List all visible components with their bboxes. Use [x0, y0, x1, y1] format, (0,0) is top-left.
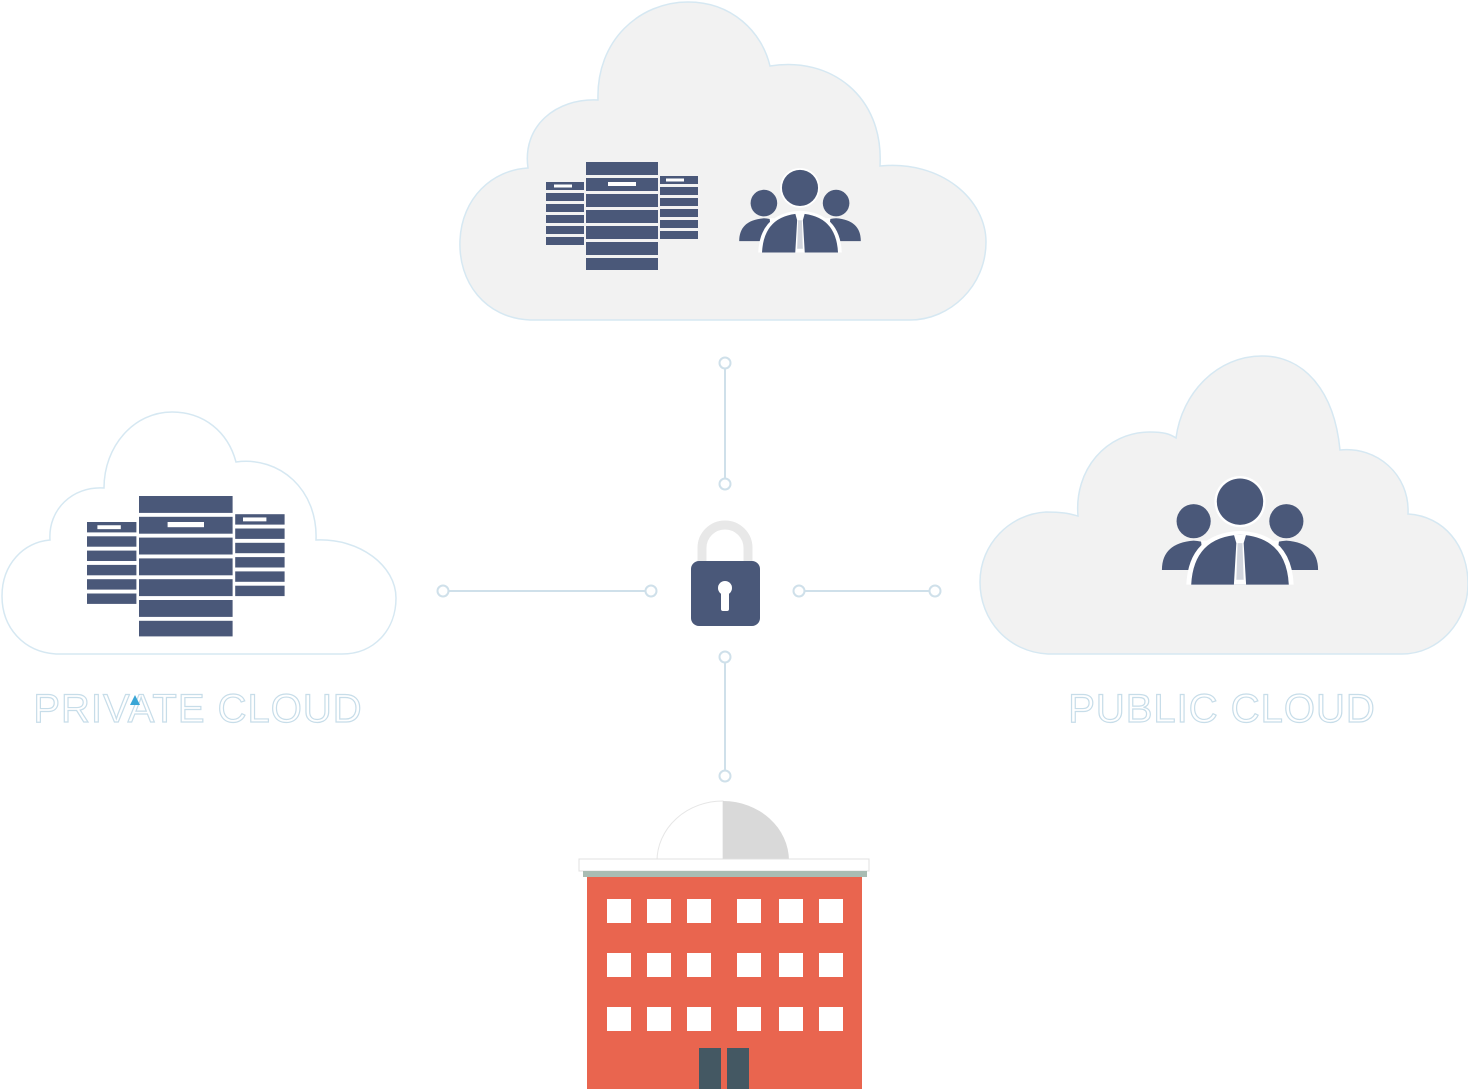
public-cloud: PUBLIC CLOUD — [979, 355, 1468, 732]
building-windows — [607, 899, 843, 1031]
connectors — [436, 356, 942, 783]
accent-triangle — [130, 695, 140, 705]
padlock-icon — [691, 520, 760, 626]
building-door — [699, 1048, 749, 1089]
private-cloud: PRIVATE CLOUD — [1, 411, 397, 732]
office-building-icon — [578, 800, 870, 1089]
hybrid-cloud — [459, 1, 987, 321]
private-cloud-label: PRIVATE CLOUD — [33, 687, 362, 731]
public-cloud-label: PUBLIC CLOUD — [1068, 687, 1376, 731]
hybrid-cloud-shape — [459, 1, 987, 321]
